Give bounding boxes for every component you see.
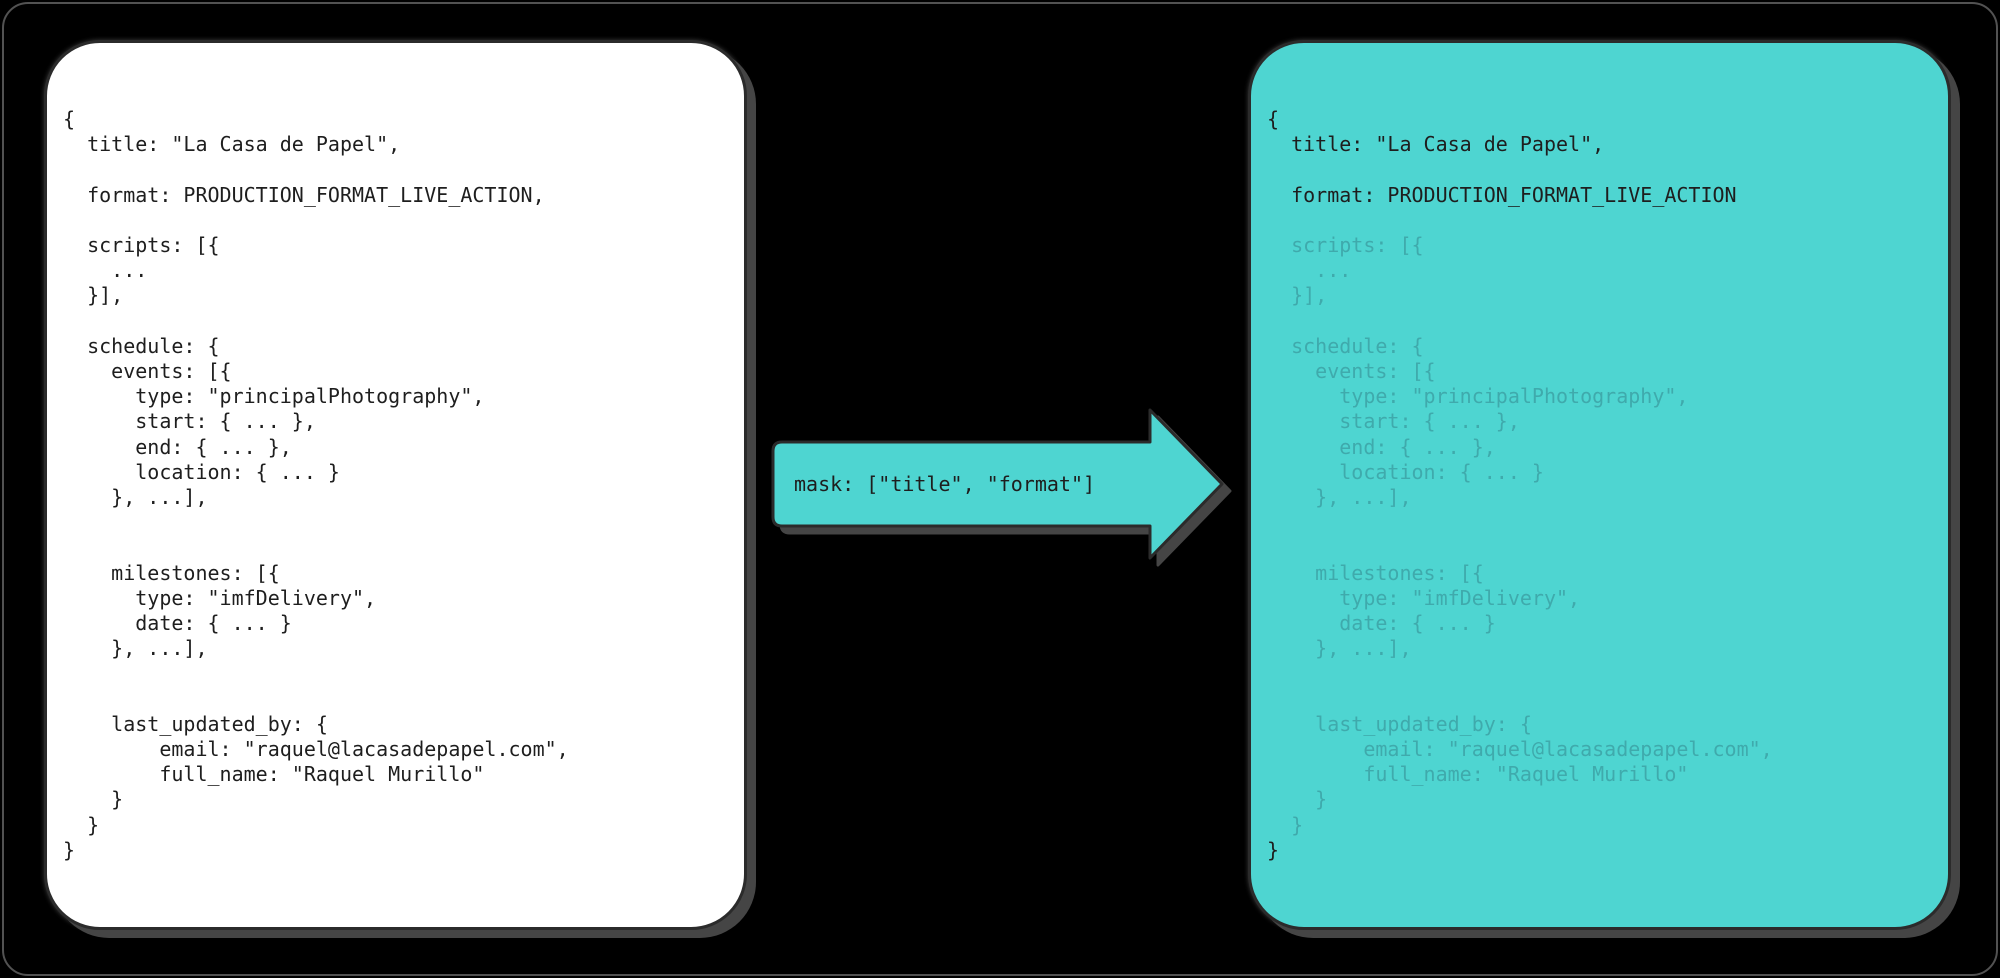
code-line [1267,157,1938,182]
code-line: end: { ... }, [1267,434,1496,459]
code-line: last_updated_by: { [1267,711,1532,736]
code-line [1267,687,1938,712]
code-line: }], [63,283,124,308]
mask-arrow-shape [771,408,1224,560]
code-line: schedule: { [63,333,220,358]
code-line [1267,535,1938,560]
mask-arrow: mask: ["title", "format"] [770,406,1228,562]
code-line: date: { ... } [1267,611,1496,636]
code-line: } [1267,812,1304,837]
code-line [63,309,734,334]
code-line: type: "imfDelivery", [1267,585,1581,610]
code-line: location: { ... } [1267,459,1544,484]
code-line [1267,208,1938,233]
code-line: format: PRODUCTION_FORMAT_LIVE_ACTION [1267,182,1737,207]
code-line: }], [1267,283,1328,308]
code-line: }, ...], [1267,636,1412,661]
code-line: milestones: [{ [1267,560,1484,585]
code-line: last_updated_by: { [63,711,328,736]
code-line: milestones: [{ [63,560,280,585]
code-line: } [63,837,76,862]
code-line: format: PRODUCTION_FORMAT_LIVE_ACTION, [63,182,545,207]
code-line: { [1267,107,1280,131]
source-json-panel: { title: "La Casa de Papel", format: PRO… [44,40,747,930]
code-line [63,535,734,560]
code-line: }, ...], [1267,485,1412,510]
code-line: events: [{ [1267,359,1436,384]
code-line [63,661,734,686]
code-line: title: "La Casa de Papel", [63,132,401,157]
code-line: } [1267,787,1328,812]
code-line [63,687,734,712]
code-line: full_name: "Raquel Murillo" [1267,762,1689,787]
code-line: end: { ... }, [63,434,292,459]
code-line: location: { ... } [63,459,340,484]
mask-arrow-label: mask: ["title", "format"] [794,472,1096,496]
code-line: date: { ... } [63,611,292,636]
code-line: start: { ... }, [1267,409,1520,434]
code-line: start: { ... }, [63,409,316,434]
masked-json-panel: { title: "La Casa de Papel", format: PRO… [1248,40,1951,930]
source-code-block: { title: "La Casa de Papel", format: PRO… [47,43,744,863]
code-line: email: "raquel@lacasadepapel.com", [1267,737,1773,762]
code-line [63,208,734,233]
masked-code-block: { title: "La Casa de Papel", format: PRO… [1251,43,1948,863]
code-line: } [1267,837,1280,862]
code-line: type: "imfDelivery", [63,585,377,610]
code-line [63,510,734,535]
code-line: schedule: { [1267,333,1424,358]
code-line [63,157,734,182]
code-line: }, ...], [63,636,208,661]
code-line: email: "raquel@lacasadepapel.com", [63,737,569,762]
code-line: title: "La Casa de Papel", [1267,132,1605,157]
code-line: }, ...], [63,485,208,510]
code-line: full_name: "Raquel Murillo" [63,762,485,787]
code-line: type: "principalPhotography", [63,384,485,409]
code-line: type: "principalPhotography", [1267,384,1689,409]
code-line: ... [1267,258,1352,283]
code-line: scripts: [{ [63,233,220,258]
code-line [1267,661,1938,686]
code-line [1267,309,1938,334]
code-line: } [63,812,100,837]
code-line: } [63,787,124,812]
code-line: { [63,107,76,131]
code-line: scripts: [{ [1267,233,1424,258]
code-line [1267,510,1938,535]
code-line: ... [63,258,148,283]
code-line: events: [{ [63,359,232,384]
